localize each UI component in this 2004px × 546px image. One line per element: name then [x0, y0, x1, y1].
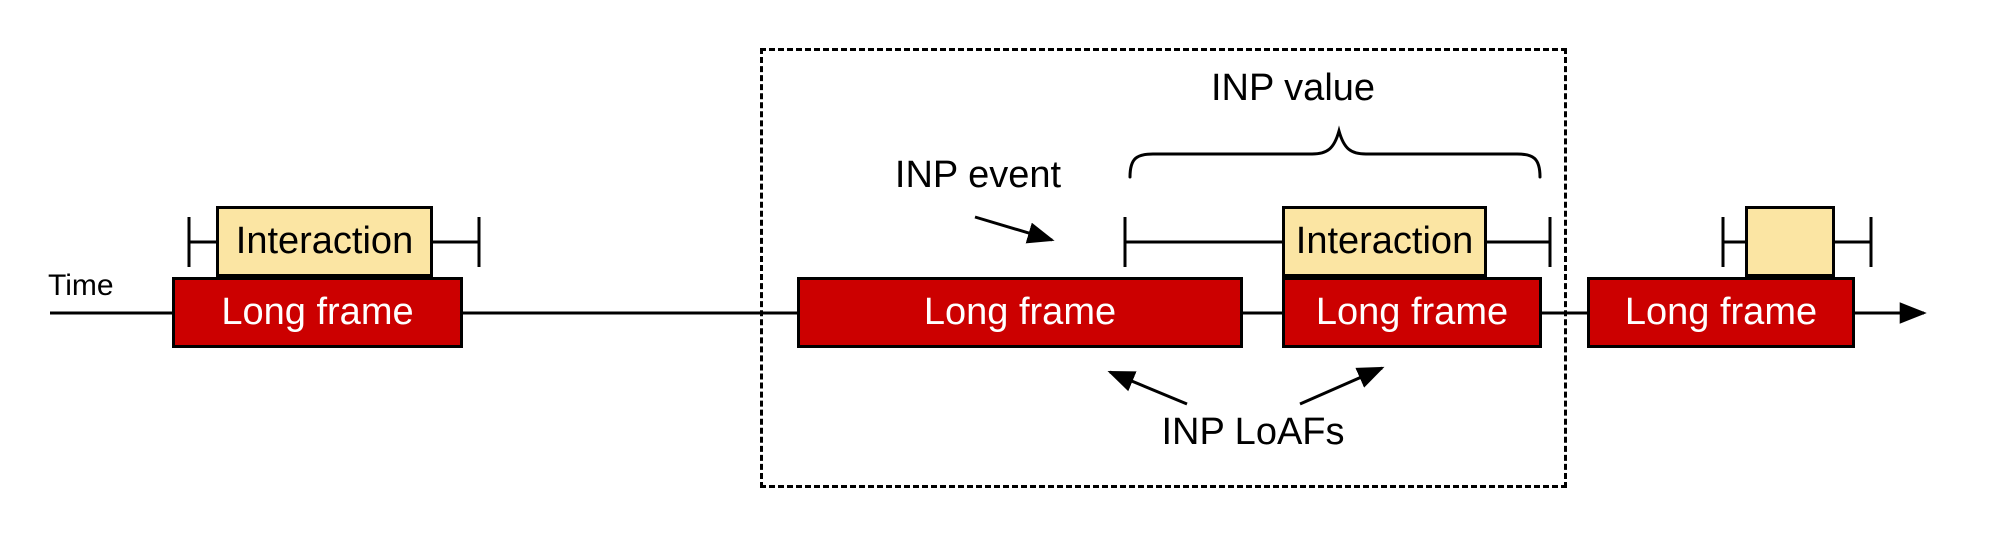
interaction-label: Interaction — [235, 220, 414, 262]
inp-loafs-label: INP LoAFs — [1161, 411, 1345, 453]
inp-event-whiskers — [1123, 217, 1552, 267]
interaction-box-3 — [1745, 206, 1835, 277]
inp-value-brace — [1128, 125, 1542, 179]
interaction-1-whiskers — [187, 217, 481, 267]
long-frame-box-3: Long frame — [1282, 277, 1542, 348]
inp-loafs-arrow-right — [1299, 366, 1385, 406]
long-frame-label: Long frame — [923, 291, 1117, 333]
time-label: Time — [48, 269, 114, 302]
long-frame-box-2: Long frame — [797, 277, 1243, 348]
long-frame-label: Long frame — [1624, 291, 1818, 333]
interaction-label: Interaction — [1295, 220, 1474, 262]
long-frame-label: Long frame — [221, 291, 414, 333]
inp-loafs-arrow-left — [1107, 370, 1188, 406]
interaction-box-2: Interaction — [1282, 206, 1487, 277]
long-frame-box-4: Long frame — [1587, 277, 1855, 348]
long-frame-label: Long frame — [1315, 291, 1509, 333]
interaction-3-whiskers — [1721, 217, 1873, 267]
long-frame-box-1: Long frame — [172, 277, 463, 348]
inp-group-dashed-box — [760, 48, 1567, 488]
inp-event-arrow — [974, 215, 1055, 244]
inp-event-label: INP event — [894, 154, 1062, 196]
interaction-box-1: Interaction — [216, 206, 433, 277]
inp-value-label: INP value — [1210, 67, 1376, 109]
